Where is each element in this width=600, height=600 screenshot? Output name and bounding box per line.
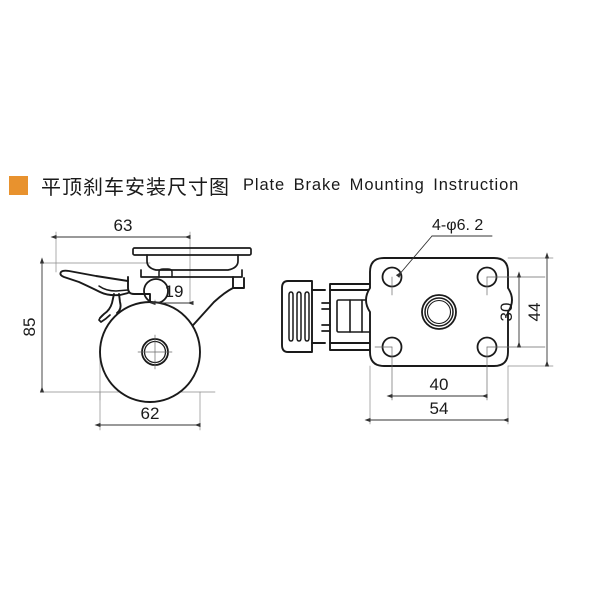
pedal-neck bbox=[311, 289, 326, 344]
hole-callout-leader bbox=[395, 235, 493, 278]
pedal-body-bottom bbox=[329, 342, 379, 351]
wheel-centre-mark bbox=[137, 334, 173, 370]
title-bar: 平顶刹车安装尺寸图 Plate Brake Mounting Instructi… bbox=[0, 168, 600, 202]
dimension-63-label: 63 bbox=[114, 216, 133, 235]
brake-cam bbox=[98, 313, 111, 323]
brake-pedal-paddle bbox=[281, 280, 313, 353]
swivel-housing bbox=[146, 254, 239, 271]
dimension-54-label: 54 bbox=[430, 399, 449, 418]
brake-lever bbox=[59, 269, 129, 297]
pedal-slots bbox=[288, 291, 310, 342]
top-mounting-plate bbox=[132, 247, 252, 256]
plan-view-group: 4-φ6. 2 30 44 bbox=[281, 217, 554, 425]
bolt-hole-centre-marks bbox=[374, 276, 546, 401]
page-title-cn: 平顶刹车安装尺寸图 bbox=[41, 174, 230, 199]
dimension-62-label: 62 bbox=[141, 404, 160, 423]
hole-callout-label: 4-φ6. 2 bbox=[432, 217, 483, 234]
dimension-19-label: 19 bbox=[165, 282, 184, 301]
orange-square-icon bbox=[9, 175, 28, 195]
dimension-30-label: 30 bbox=[497, 303, 516, 322]
side-view-group: 63 85 19 62 bbox=[20, 216, 252, 431]
swivel-housing-lower bbox=[140, 269, 243, 278]
centre-hole bbox=[421, 294, 457, 330]
dimension-40-label: 40 bbox=[430, 375, 449, 394]
pedal-body-top bbox=[329, 283, 379, 291]
fork-lug bbox=[158, 268, 173, 278]
page-title-en: Plate Brake Mounting Instruction bbox=[243, 175, 520, 194]
dimension-85-label: 85 bbox=[20, 318, 39, 337]
pedal-tabs bbox=[321, 302, 331, 332]
dimension-44-label: 44 bbox=[525, 303, 544, 322]
brake-lever-inner bbox=[98, 285, 129, 292]
